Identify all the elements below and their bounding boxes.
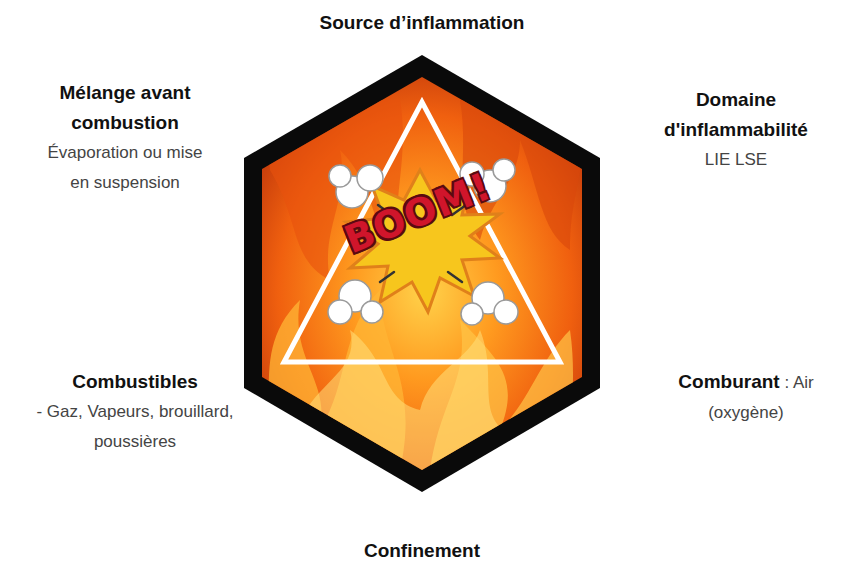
label-group: Confinement: [272, 536, 572, 566]
label-line: Comburant : Air (oxygène): [660, 367, 832, 428]
label-group: Mélange avant combustionÉvaporation ou m…: [37, 78, 213, 198]
section-note: LIE LSE: [648, 145, 824, 175]
section-note: Évaporation ou mise en suspension: [37, 138, 213, 198]
section-heading: Domaine d'inflammabilité: [648, 85, 824, 145]
section-heading: Source d’inflammation: [272, 8, 572, 38]
section-heading: Confinement: [272, 536, 572, 566]
section-note: - Gaz, Vapeurs, brouillard, poussières: [30, 397, 240, 457]
section-heading: Combustibles: [30, 367, 240, 397]
label-group: Domaine d'inflammabilitéLIE LSE: [648, 85, 824, 175]
section-heading: Comburant: [678, 371, 779, 392]
label-group: Source d’inflammation: [272, 8, 572, 38]
label-group: Combustibles- Gaz, Vapeurs, brouillard, …: [30, 367, 240, 457]
label-group: Comburant : Air (oxygène): [660, 367, 832, 428]
section-heading: Mélange avant combustion: [37, 78, 213, 138]
